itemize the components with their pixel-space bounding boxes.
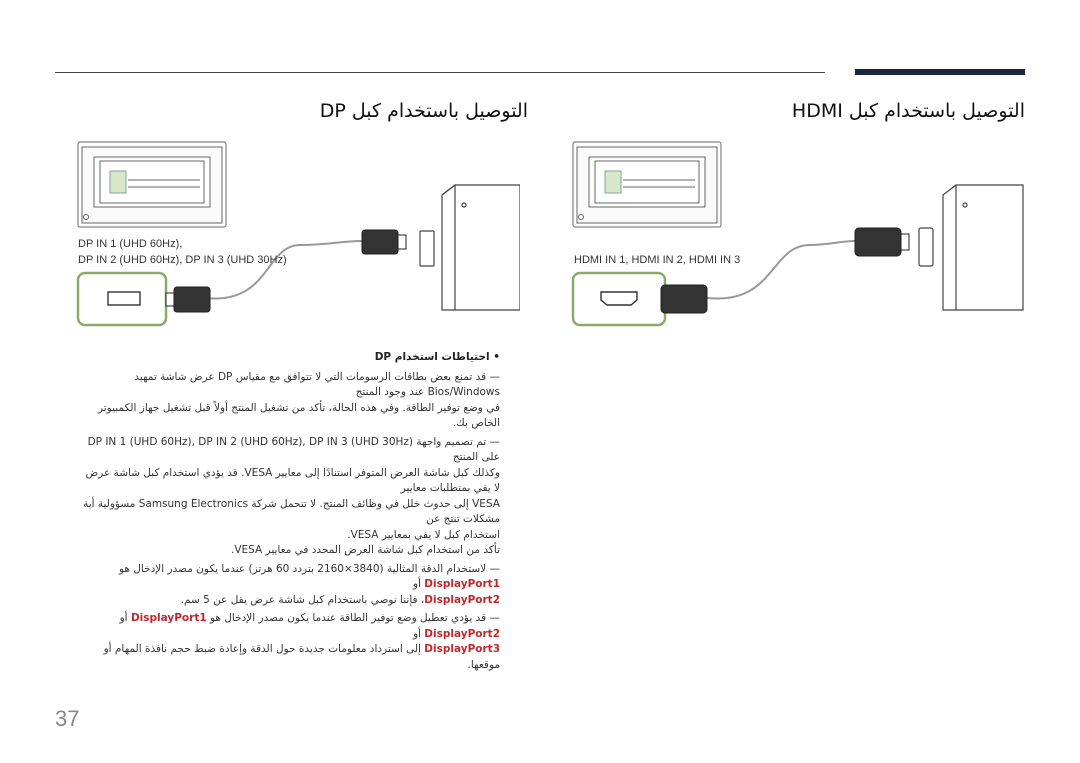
dp-port-label-1: DP IN 1 (UHD 60Hz), xyxy=(78,238,183,250)
dp-connector-right xyxy=(361,229,407,255)
dp-port-highlight xyxy=(76,271,168,327)
hdmi-connector-right xyxy=(854,227,910,257)
note-3-cont: DisplayPort2، فإننا نوصي باستخدام كبل شا… xyxy=(180,593,500,606)
note-4-cont: DisplayPort3 إلى استرداد معلومات جديدة ح… xyxy=(103,643,500,671)
note-2-line-b: وكذلك كبل شاشة العرض المتوفر استنادًا إل… xyxy=(85,466,500,495)
note-2-line-c: VESA إلى حدوث خلل في وظائف المنتج. لا تت… xyxy=(83,497,500,526)
header-accent-bar xyxy=(855,69,1025,75)
note-2-line-d: استخدام كبل لا يفي بمعايير VESA. xyxy=(347,528,500,541)
header-rule xyxy=(55,72,825,73)
note-3: — لاستخدام الدقة المثالية (3840×2160 بتر… xyxy=(119,562,500,591)
dp-section-title: التوصيل باستخدام كبل DP xyxy=(319,100,528,122)
note-4: — قد يؤدي تعطيل وضع توفير الطاقة عندما ي… xyxy=(119,612,500,640)
note-2: — تم تصميم واجهة DP IN 1 (UHD 60Hz), DP … xyxy=(87,435,500,464)
dp-connection-diagram xyxy=(76,141,520,327)
hdmi-connector-left xyxy=(660,284,708,314)
note-1: — قد تمنع بعض بطاقات الرسومات التي لا تت… xyxy=(134,370,500,399)
dp-connector-left xyxy=(165,286,211,313)
notes-heading: • احتياطات استخدام DP xyxy=(374,351,500,363)
monitor-rear-panel xyxy=(77,141,227,228)
dp-port-label-2: DP IN 2 (UHD 60Hz), DP IN 3 (UHD 30Hz) xyxy=(78,254,287,266)
dp-cable xyxy=(204,240,363,300)
computer-tower xyxy=(419,184,520,311)
page-number: 37 xyxy=(55,706,80,731)
hdmi-port-label: HDMI IN 1, HDMI IN 2, HDMI IN 3 xyxy=(574,254,741,266)
note-1-cont: في وضع توفير الطاقة. وفي هذه الحالة، تأك… xyxy=(97,401,500,430)
dp-notes: • احتياطات استخدام DP — قد تمنع بعض بطاق… xyxy=(80,350,500,673)
computer-tower xyxy=(918,184,1024,311)
note-2-line-e: تأكد من استخدام كبل شاشة العرض المحدد في… xyxy=(230,544,500,556)
monitor-rear-panel xyxy=(572,141,722,228)
hdmi-connection-diagram xyxy=(571,141,1024,327)
hdmi-cable xyxy=(706,240,856,300)
hdmi-port-highlight xyxy=(571,271,667,327)
hdmi-section-title: التوصيل باستخدام كبل HDMI xyxy=(791,100,1025,122)
